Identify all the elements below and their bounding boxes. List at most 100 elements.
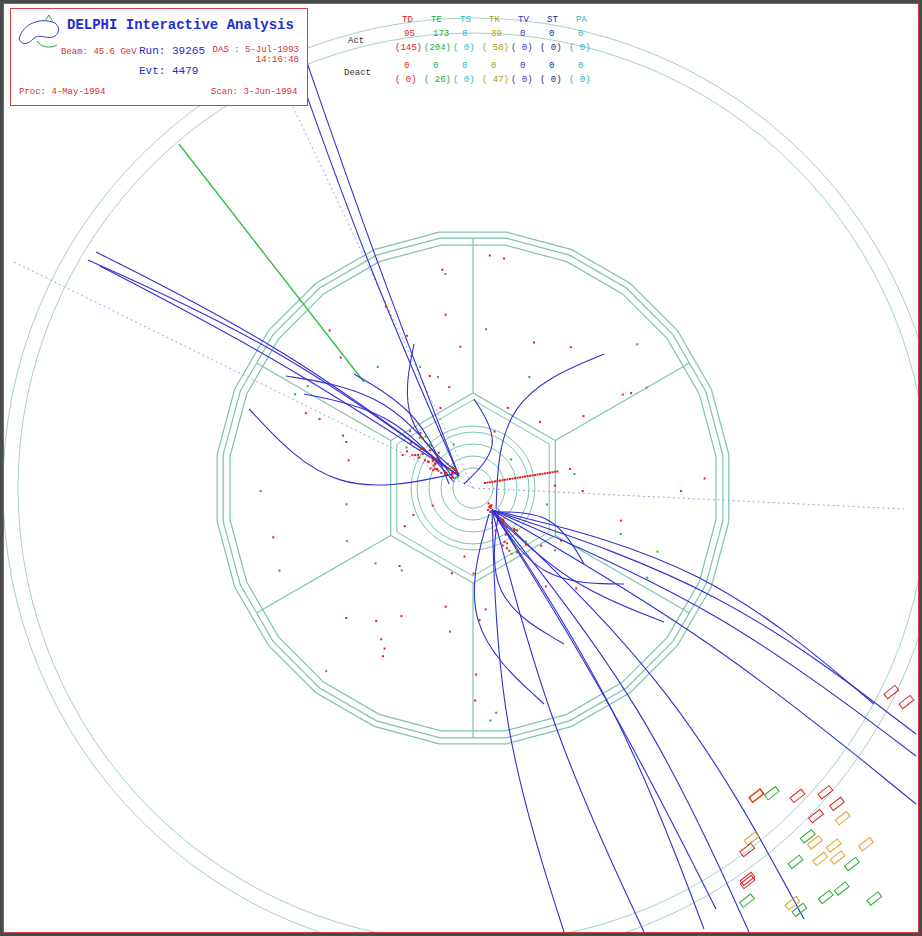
hit-point [522,476,524,478]
hit-point [485,328,487,330]
hit-point [552,471,554,473]
hit-point [404,525,406,527]
hit-point [516,551,518,553]
hit-point [704,477,706,479]
hit-point [525,541,527,543]
hit-point [420,432,422,434]
hit-point [542,473,544,475]
header-text: DAS : 5-Jul-1993 14:16:48 [209,45,299,66]
hit-point [511,553,513,555]
hit-point [508,550,510,552]
hit-point [506,542,508,544]
hit-point [411,454,413,456]
status-cell: (145) [395,44,422,54]
hit-point [473,573,475,575]
status-cell: 39 [491,30,502,40]
hit-point [419,456,421,458]
calorimeter-cell [834,882,849,895]
hit-point [342,435,344,437]
hit-point [573,473,575,475]
hit-point [544,472,546,474]
charged-track [304,394,454,482]
hit-point [278,570,280,572]
hit-point [485,608,487,610]
hit-point [424,459,426,461]
hit-point [622,394,624,396]
calorimeter-cell [790,789,805,802]
hit-point [429,444,431,446]
hit-point [525,544,527,546]
hit-point [500,518,502,520]
hit-point [452,467,454,469]
hit-point [453,443,455,445]
hit-point [506,547,508,549]
calorimeter-cell [740,894,755,907]
dolphin-logo [15,13,65,53]
hit-point [516,548,518,550]
status-cell: Act [348,37,364,47]
calorimeter-cell [740,875,755,888]
hit-point [484,482,486,484]
hit-point [527,475,529,477]
hit-point [554,485,556,487]
hit-point [380,638,382,640]
status-cell: 95 [404,30,415,40]
hit-point [490,507,492,509]
hit-point [656,551,658,553]
charged-track [354,374,449,484]
hit-point [400,615,402,617]
hit-point [329,329,331,331]
hit-point [514,529,516,531]
calorimeter-cell [899,695,914,708]
charged-track [496,354,604,509]
charged-track [96,252,459,476]
charged-track [464,399,492,484]
header-box: DELPHI Interactive AnalysisBeam: 45.6 Ge… [10,8,308,106]
charged-track [407,344,459,474]
status-cell: 0 [404,62,409,72]
charged-track [492,510,916,734]
charged-track [494,509,564,644]
hit-point [512,478,514,480]
hit-point [435,459,437,461]
hit-point [504,541,506,543]
hit-point [431,445,433,447]
hit-point [534,474,536,476]
hit-point [437,376,439,378]
hit-point [375,620,377,622]
outer-ring [4,18,918,932]
hit-point [429,375,431,377]
hit-point [402,454,404,456]
header-text: Evt: 4479 [139,65,198,78]
charged-track [492,510,916,804]
hit-point [319,418,321,420]
status-cell: ST [547,16,558,26]
charged-track [492,510,644,932]
hit-point [475,674,477,676]
hit-point [422,447,424,449]
status-cell: TK [489,16,500,26]
hit-point [434,463,436,465]
calorimeter-cell [845,857,860,870]
hit-point [345,441,347,443]
status-cell: TE [431,16,442,26]
hit-point [489,720,491,722]
hit-point [325,670,327,672]
charged-track [492,510,874,704]
calorimeter-cell [740,872,755,885]
hit-point [406,450,408,452]
hit-point [504,479,506,481]
charged-track [494,514,664,622]
hit-point [340,356,342,358]
hit-point [524,476,526,478]
calorimeter-cell [884,685,899,698]
hit-point [646,387,648,389]
tpc-spoke [472,238,473,393]
hit-point [451,477,453,479]
hit-point [429,449,431,451]
hit-point [487,482,489,484]
hit-point [434,468,436,470]
calorimeter-cell [813,852,828,865]
status-cell: Deact [344,69,371,79]
charged-track [492,510,749,932]
